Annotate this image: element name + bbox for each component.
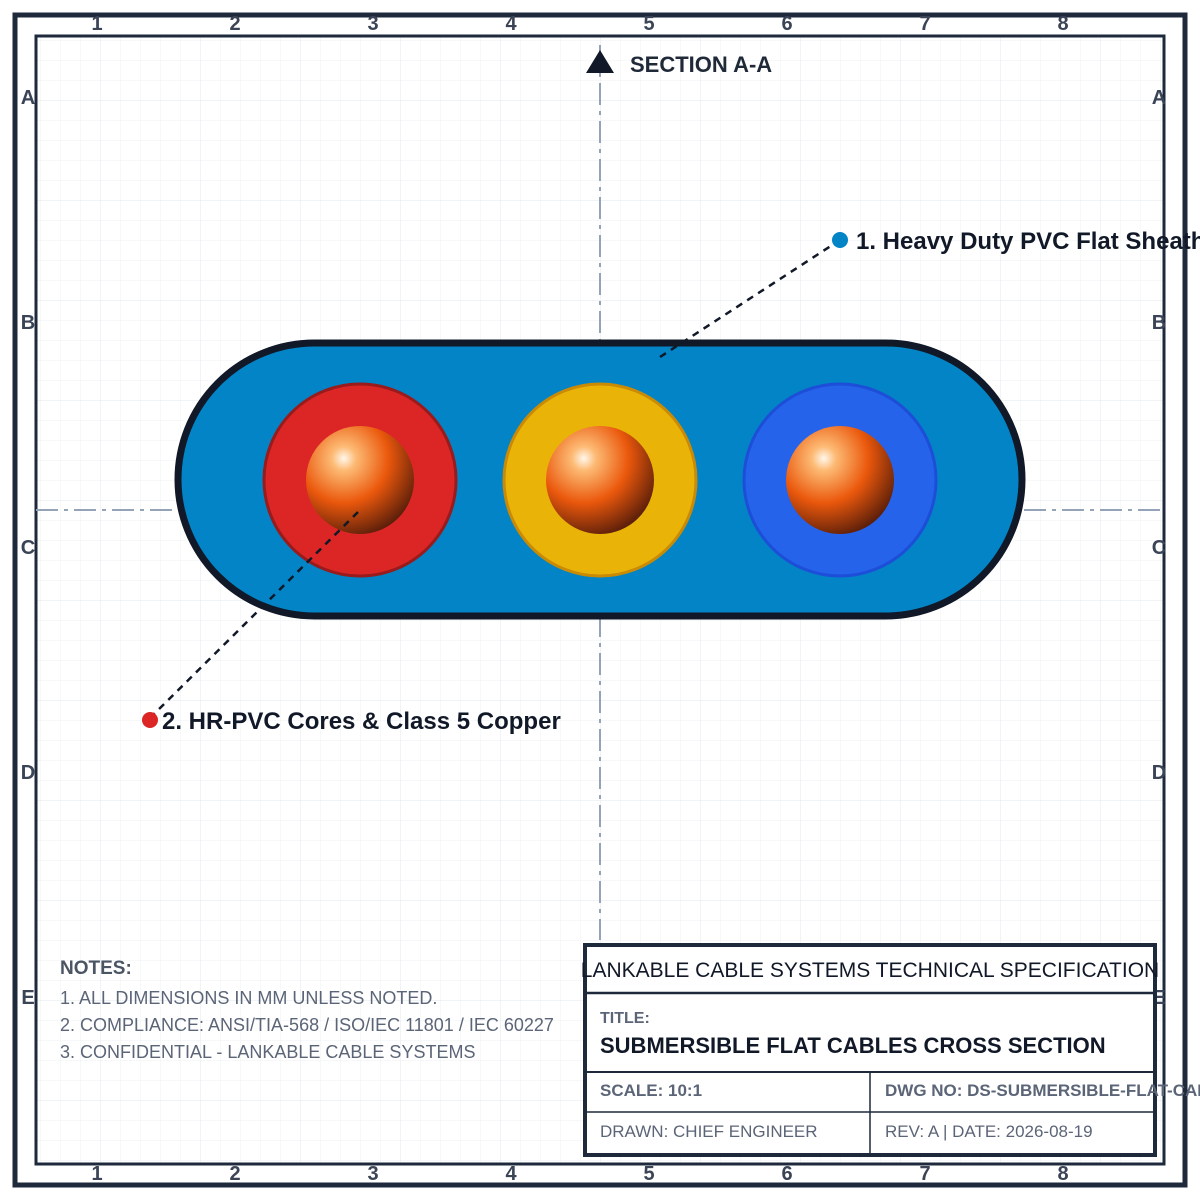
zone-label: 3 xyxy=(367,13,378,35)
leader-line xyxy=(149,511,359,719)
zone-column-labels-top: 1 2 3 4 5 6 7 8 xyxy=(91,13,1068,35)
note-item: 3. CONFIDENTIAL - LANKABLE CABLE SYSTEMS xyxy=(60,1042,475,1062)
zone-label: A xyxy=(1152,87,1166,109)
zone-label: 7 xyxy=(919,13,930,35)
note-item: 1. ALL DIMENSIONS IN MM UNLESS NOTED. xyxy=(60,988,437,1008)
zone-column-labels-bottom: 1 2 3 4 5 6 7 8 xyxy=(91,1163,1068,1185)
zone-label: 5 xyxy=(643,1163,654,1185)
callout-marker-dot xyxy=(142,712,158,728)
copper-conductor xyxy=(306,426,414,534)
zone-label: 6 xyxy=(781,13,792,35)
zone-label: 8 xyxy=(1057,13,1068,35)
zone-label: 8 xyxy=(1057,1163,1068,1185)
company-name: LANKABLE CABLE SYSTEMS TECHNICAL SPECIFI… xyxy=(581,959,1159,982)
zone-label: D xyxy=(1152,762,1166,784)
zone-label: 7 xyxy=(919,1163,930,1185)
copper-conductor xyxy=(546,426,654,534)
callout-label: 2. HR-PVC Cores & Class 5 Copper xyxy=(162,708,561,735)
callout-marker-dot xyxy=(832,232,848,248)
zone-label: 4 xyxy=(505,13,517,35)
zone-label: D xyxy=(21,762,35,784)
zone-label: A xyxy=(21,87,35,109)
scale-value: SCALE: 10:1 xyxy=(600,1081,702,1100)
zone-label: B xyxy=(21,312,35,334)
note-item: 2. COMPLIANCE: ANSI/TIA-568 / ISO/IEC 11… xyxy=(60,1015,554,1035)
zone-label: 4 xyxy=(505,1163,517,1185)
section-arrow-icon xyxy=(586,50,614,73)
zone-label: 1 xyxy=(91,1163,102,1185)
zone-label: C xyxy=(1152,537,1166,559)
leader-line xyxy=(659,238,841,359)
title-block: LANKABLE CABLE SYSTEMS TECHNICAL SPECIFI… xyxy=(581,943,1200,1157)
zone-label: 1 xyxy=(91,13,102,35)
notes-block: NOTES: 1. ALL DIMENSIONS IN MM UNLESS NO… xyxy=(60,958,554,1062)
callout-label: 1. Heavy Duty PVC Flat Sheath xyxy=(856,228,1200,255)
copper-conductor xyxy=(786,426,894,534)
zone-row-labels-left: A B C D E xyxy=(21,87,35,1009)
zone-label: 5 xyxy=(643,13,654,35)
core-2 xyxy=(502,382,698,578)
zone-label: 3 xyxy=(367,1163,378,1185)
zone-label: 6 xyxy=(781,1163,792,1185)
zone-label: 2 xyxy=(229,13,240,35)
inner-border xyxy=(34,34,1166,1166)
core-3 xyxy=(742,382,938,578)
notes-heading: NOTES: xyxy=(60,958,132,979)
drawn-by: DRAWN: CHIEF ENGINEER xyxy=(600,1122,818,1141)
callout-sheath: 1. Heavy Duty PVC Flat Sheath xyxy=(659,228,1200,359)
revision-date: REV: A | DATE: 2026-08-19 xyxy=(885,1122,1093,1141)
title-label: TITLE: xyxy=(600,1010,650,1027)
zone-label: C xyxy=(21,537,35,559)
callout-cores: 2. HR-PVC Cores & Class 5 Copper xyxy=(142,511,561,735)
zone-label: E xyxy=(21,987,34,1009)
drawing-number: DWG NO: DS-SUBMERSIBLE-FLAT-CABLES xyxy=(885,1081,1200,1100)
core-1 xyxy=(262,382,458,578)
section-label: SECTION A-A xyxy=(630,52,772,77)
zone-label: B xyxy=(1152,312,1166,334)
drawing-title: SUBMERSIBLE FLAT CABLES CROSS SECTION xyxy=(600,1033,1106,1058)
zone-label: 2 xyxy=(229,1163,240,1185)
